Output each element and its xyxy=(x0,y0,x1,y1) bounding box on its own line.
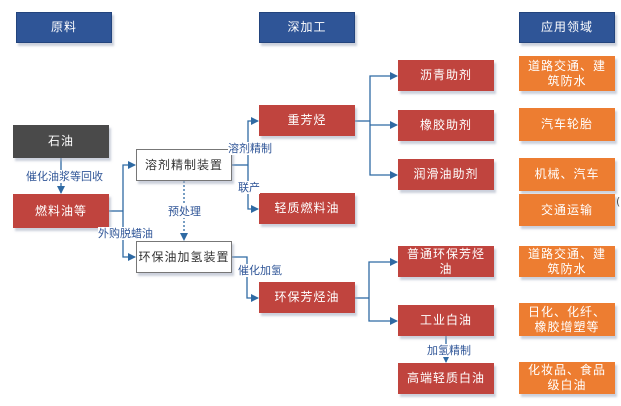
app-car-tires: 汽车轮胎 xyxy=(519,108,615,141)
node-hydrogenation-unit: 环保油加氢装置 xyxy=(136,241,232,273)
node-asphalt-additive: 沥青助剂 xyxy=(398,60,494,91)
edge-eco-to-industrial xyxy=(368,298,398,325)
edge-hydro-to-eco xyxy=(232,256,259,302)
node-crude-oil: 石油 xyxy=(13,125,109,158)
node-fuel-oil: 燃料油等 xyxy=(13,194,109,228)
header-raw-materials: 原料 xyxy=(16,12,112,43)
label-coproduction: 联产 xyxy=(238,181,260,194)
node-solvent-refining-unit: 溶剂精制装置 xyxy=(136,149,232,181)
app-machinery-auto: 机械、汽车 xyxy=(519,158,615,191)
node-rubber-additive: 橡胶助剂 xyxy=(398,110,494,141)
app-daily-chem-fiber-rubber: 日化、化纤、橡胶增塑等 xyxy=(519,303,615,336)
edge-solvent-to-light xyxy=(247,165,259,213)
header-application-fields: 应用领域 xyxy=(519,12,615,43)
label-catalytic-hydrogenation: 催化加氢 xyxy=(238,264,282,277)
app-cosmetic-food-white-oil: 化妆品、食品级白油 xyxy=(519,362,615,394)
node-lubricant-additive: 润滑油助剂 xyxy=(398,159,494,190)
node-light-fuel-oil: 轻质燃料油 xyxy=(259,193,355,224)
app-road-waterproofing-1: 道路交通、建筑防水 xyxy=(519,56,615,91)
label-pretreatment: 预处理 xyxy=(168,205,201,218)
label-purchased-dewaxed-oil: 外购脱蜡油 xyxy=(98,227,153,240)
node-common-eco-aromatic-oil: 普通环保芳烃油 xyxy=(398,246,494,277)
app-transportation: 交通运输 xyxy=(519,194,615,226)
edge-fuel-to-solvent xyxy=(122,161,136,211)
app-road-waterproofing-2: 道路交通、建筑防水 xyxy=(519,246,615,277)
edge-fuel-to-hydro xyxy=(122,211,136,261)
node-heavy-aromatics: 重芳烃 xyxy=(259,105,355,136)
label-hydro-refining: 加氢精制 xyxy=(427,344,471,357)
header-deep-processing: 深加工 xyxy=(259,12,355,43)
side-mark: ( xyxy=(616,195,621,208)
edge-heavy-to-lube xyxy=(369,121,398,179)
node-premium-light-white-oil: 高端轻质白油 xyxy=(398,363,494,394)
edge-eco-to-common xyxy=(368,258,398,298)
node-eco-aromatic-oil: 环保芳烃油 xyxy=(259,282,355,313)
node-industrial-white-oil: 工业白油 xyxy=(398,305,494,336)
label-solvent-refining: 溶剂精制 xyxy=(228,142,272,155)
edge-heavy-to-asphalt xyxy=(369,72,398,121)
label-catalytic-slurry-recovery: 催化油浆等回收 xyxy=(26,170,103,183)
